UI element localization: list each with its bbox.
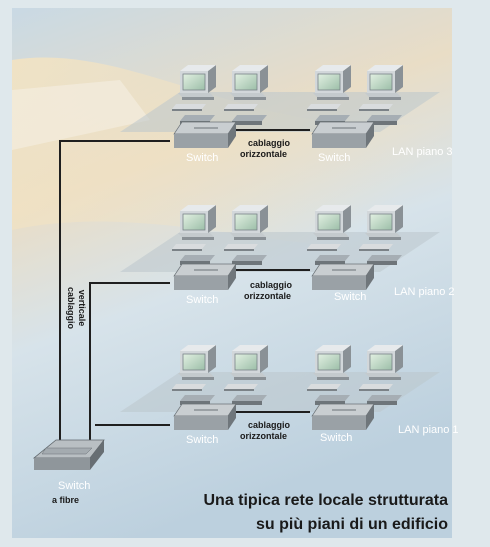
- vertical-cabling-label: verticale: [77, 290, 87, 327]
- fiber-switch-icon: [32, 439, 105, 470]
- vertical-cable-floor-2: [89, 282, 170, 440]
- computer: [224, 205, 268, 265]
- computer: [224, 345, 268, 405]
- computer: [172, 65, 216, 125]
- switch-label: Switch: [318, 152, 350, 164]
- computer: [359, 345, 403, 405]
- lan-floor-label: LAN piano 1: [398, 424, 459, 436]
- cabling-lines: [59, 129, 310, 448]
- vertical-cabling-label: cablaggio: [66, 287, 76, 330]
- switch-label: Switch: [320, 432, 352, 444]
- caption-line-1: Una tipica rete locale strutturata: [203, 492, 448, 509]
- switch-icon: [311, 121, 375, 148]
- switch-icon: [311, 403, 375, 430]
- caption-line-2: su più piani di un edificio: [256, 516, 448, 533]
- lan-floor-label: LAN piano 2: [394, 286, 455, 298]
- switch-label: Switch: [186, 152, 218, 164]
- switch-icon: [173, 263, 237, 290]
- computer: [307, 205, 351, 265]
- fiber-switch-label: Switch: [58, 480, 90, 492]
- horizontal-cabling-label: orizzontale: [240, 431, 287, 441]
- switch-label: Switch: [186, 294, 218, 306]
- computer: [359, 65, 403, 125]
- switch-label: Switch: [186, 434, 218, 446]
- background-building-shape: [12, 80, 150, 150]
- horizontal-cabling-label: orizzontale: [244, 291, 291, 301]
- fiber-switch-label: a fibre: [52, 495, 79, 505]
- switch-label: Switch: [334, 291, 366, 303]
- lan-floor-label: LAN piano 3: [392, 146, 453, 158]
- switch-icon: [173, 403, 237, 430]
- horizontal-cabling-label: cablaggio: [248, 420, 291, 430]
- switch-icon: [173, 121, 237, 148]
- vertical-cable-floor-3: [59, 140, 170, 448]
- computer: [307, 65, 351, 125]
- computer: [224, 65, 268, 125]
- horizontal-cabling-label: orizzontale: [240, 149, 287, 159]
- right-margin: [452, 8, 490, 547]
- computer: [307, 345, 351, 405]
- switch-icon: [311, 263, 375, 290]
- computer: [172, 205, 216, 265]
- computer: [172, 345, 216, 405]
- horizontal-cabling-label: cablaggio: [248, 138, 291, 148]
- computer: [359, 205, 403, 265]
- horizontal-cabling-label: cablaggio: [250, 280, 293, 290]
